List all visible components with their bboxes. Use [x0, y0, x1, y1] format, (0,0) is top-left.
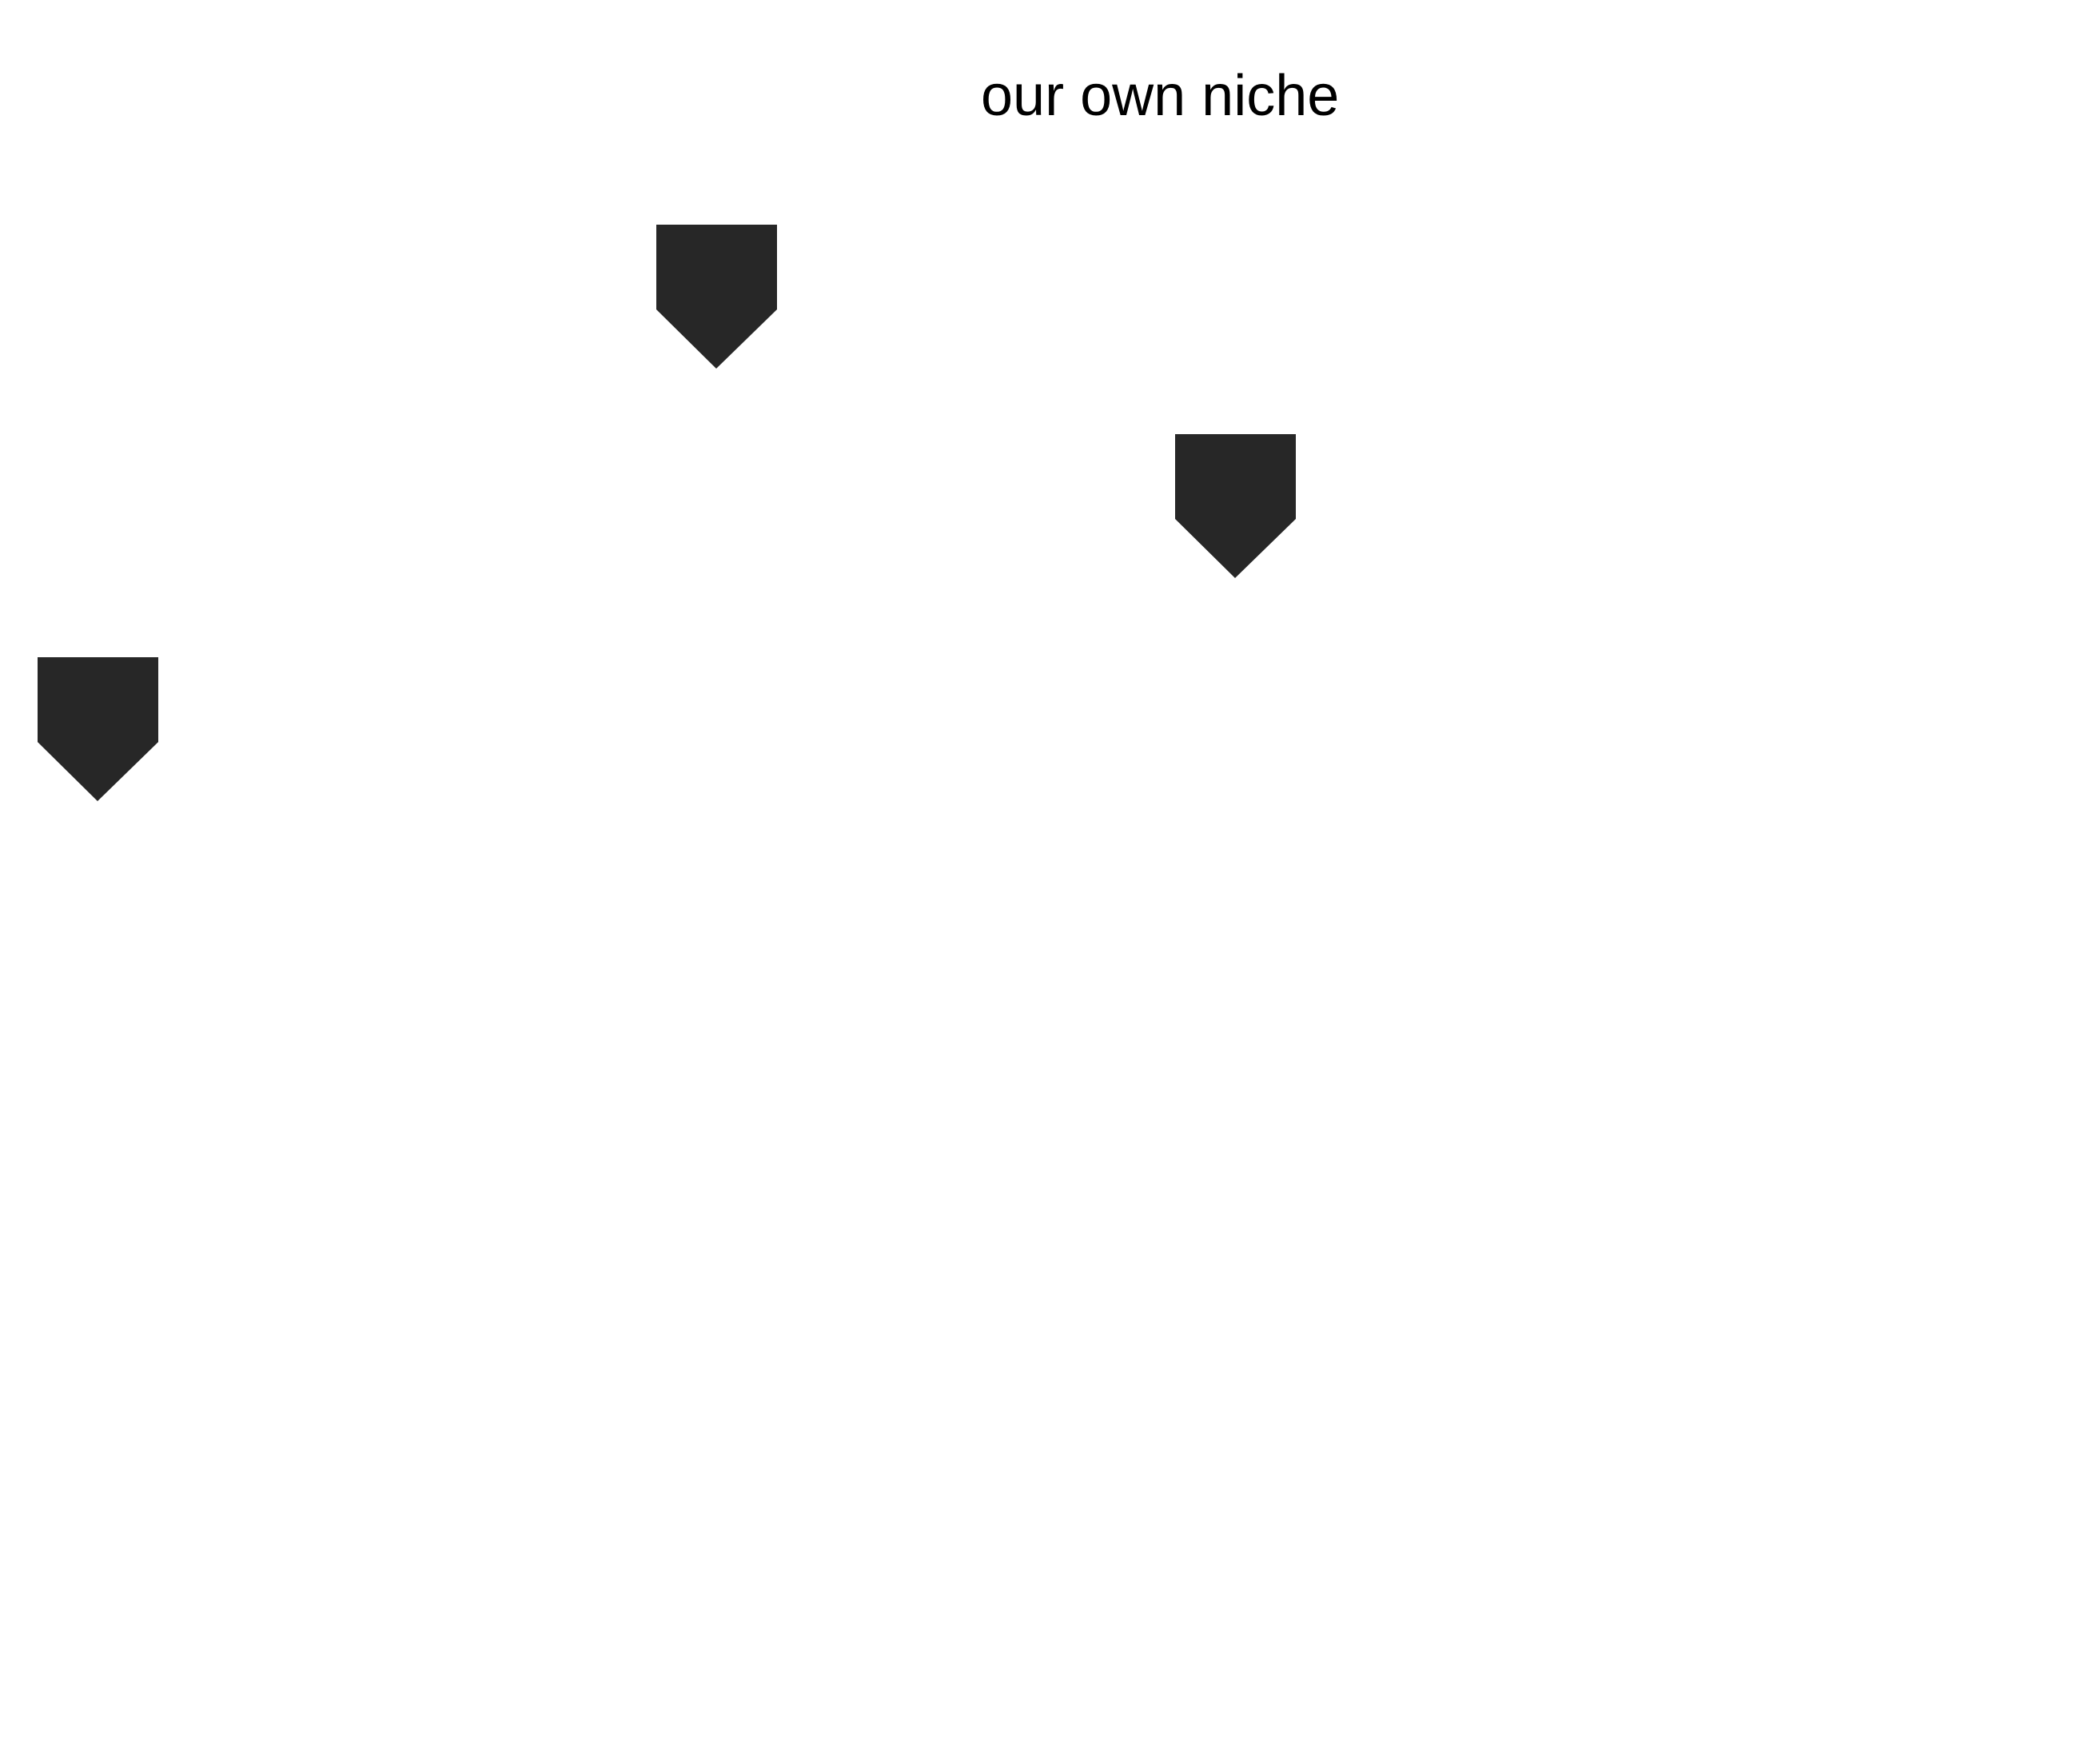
pentagon-marker-shape	[656, 225, 777, 369]
pentagon-marker-shape	[1175, 434, 1296, 578]
caption-text: our own niche	[981, 64, 1340, 128]
pentagon-marker-icon[interactable]	[1175, 434, 1296, 578]
pentagon-marker-icon[interactable]	[38, 657, 158, 801]
pentagon-marker-icon[interactable]	[656, 225, 777, 369]
pentagon-marker-shape	[38, 657, 158, 801]
